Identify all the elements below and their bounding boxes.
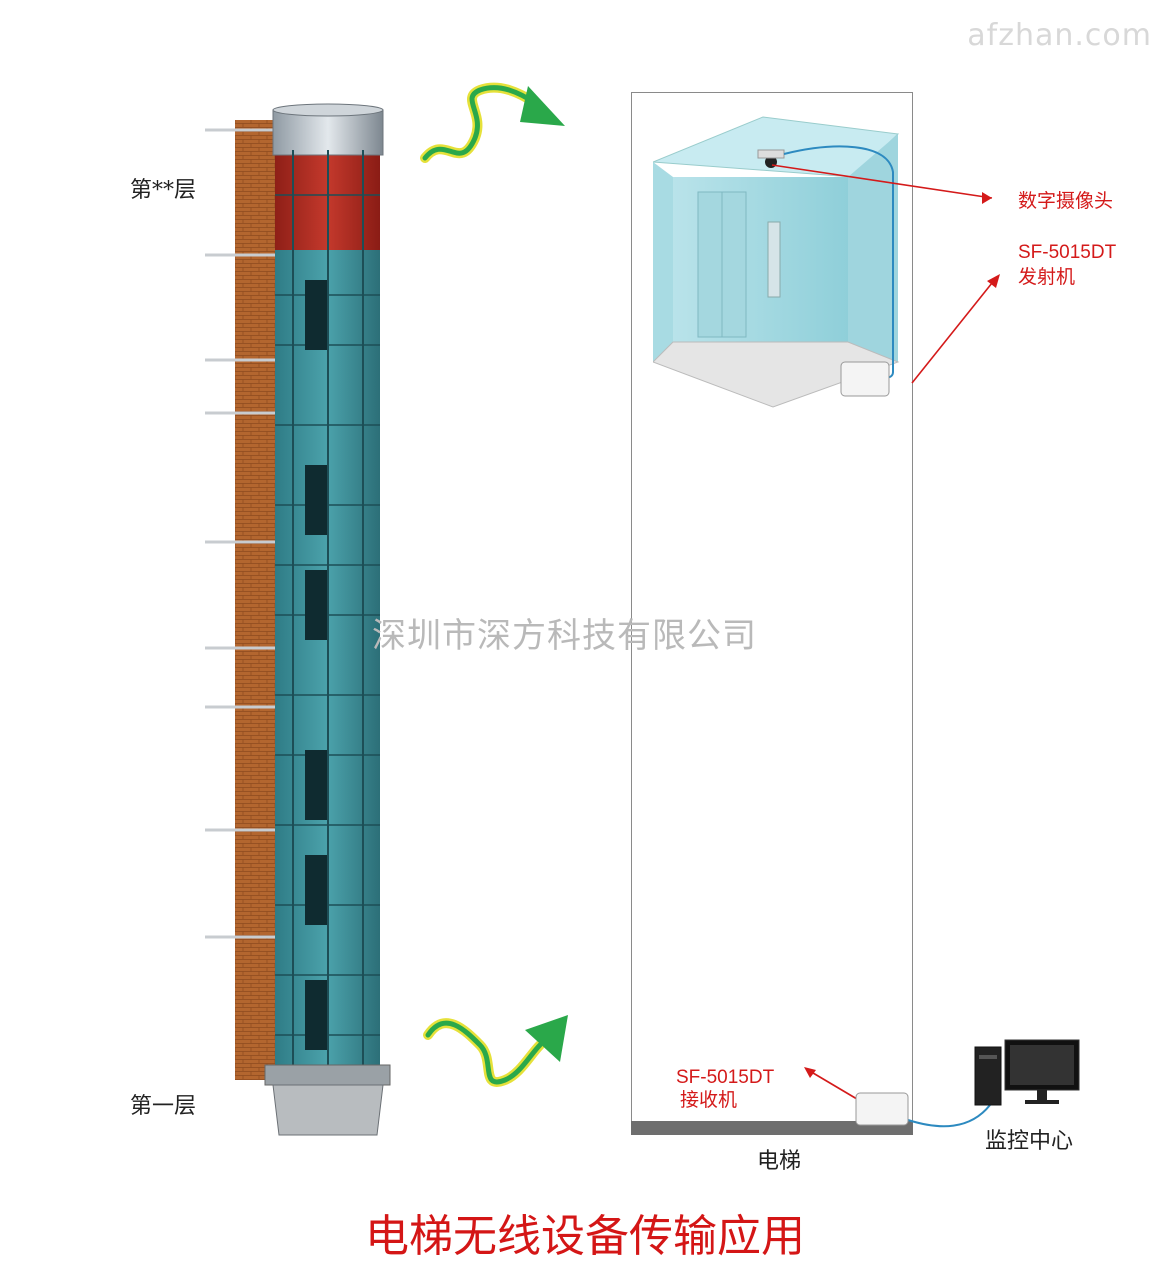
top-floor-label: 第**层 [130,178,197,203]
wireless-wave-arrow-icon-bottom [423,1015,568,1087]
elevator-caption: 电梯 [757,1149,802,1174]
annotation-arrows [771,164,1000,384]
transmitter-name-label: 发射机 [1018,266,1076,288]
wireless-wave-arrow-icon [420,82,565,163]
company-watermark: 深圳市深方科技有限公司 [372,616,757,656]
receiver-model-label: SF-5015DT [676,1067,775,1088]
camera-label: 数字摄像头 [1018,190,1114,212]
monitor-center-caption: 监控中心 [985,1129,1074,1154]
receiver-and-monitor-illustration [855,1039,1080,1128]
transmitter-model-label: SF-5015DT [1018,242,1117,263]
receiver-name-label: 接收机 [680,1089,738,1111]
ground-floor-label: 第一层 [130,1094,197,1119]
receiver-annotation-arrow [804,1067,863,1103]
diagram-title: 电梯无线设备传输应用 [365,1211,805,1262]
glass-elevator-building-illustration [205,103,391,1136]
shaft-floor-bar [631,1121,913,1135]
elevator-car-interior-illustration [653,116,900,408]
watermark: afzhan.com [967,18,1152,53]
